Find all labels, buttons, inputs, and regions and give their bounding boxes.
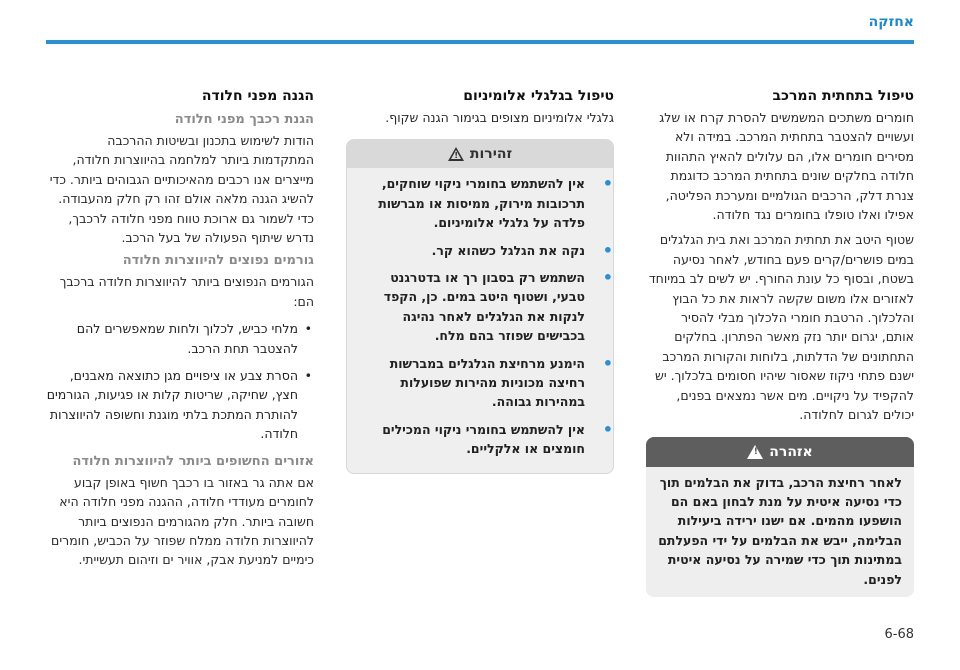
caution-icon: ! bbox=[447, 147, 464, 162]
underbody-para-2: שטוף היטב את תחתית המרכב ואת בית הגלגלים… bbox=[648, 232, 914, 423]
underbody-title: טיפול בתחתית המרכב bbox=[772, 88, 914, 104]
underbody-section: טיפול בתחתית המרכב חומרים משתכים המשמשים… bbox=[646, 86, 914, 597]
section-title: אחזקה bbox=[868, 14, 914, 30]
alloy-wheels-title: טיפול בגלגלי אלומיניום bbox=[463, 88, 614, 104]
caution-box: זהירות ! •אין להשתמש בחומרי ניקוי שוחקים… bbox=[346, 139, 614, 474]
underbody-para-1: חומרים משתכים המשמשים להסרת קרח או שלג ו… bbox=[659, 110, 914, 223]
bullet-icon: • bbox=[602, 240, 613, 260]
corrosion-subtitle-3: אזורים החשופים ביותר להיווצרות חלודה bbox=[72, 453, 314, 469]
bullet-icon: • bbox=[602, 174, 613, 194]
caution-header: זהירות ! bbox=[347, 140, 613, 169]
warning-icon: ! bbox=[747, 444, 764, 459]
caution-label: זהירות bbox=[469, 146, 513, 163]
corrosion-cause-item: •מלחי כביש, לכלוך ולחות שמאפשרים להם להצ… bbox=[76, 321, 312, 356]
bullet-icon: • bbox=[304, 368, 312, 384]
corrosion-para-1: הודות לשימוש בתכנון ובשיטות ההרכבה המתקד… bbox=[49, 133, 314, 246]
warning-header: אזהרה ! bbox=[646, 436, 914, 467]
corrosion-cause-item: •הסרת צבע או ציפויים מגן כתוצאה מאבנים, … bbox=[46, 368, 312, 442]
caution-item: •השתמש רק בסבון רך או בדטרגנט טבעי, ושטו… bbox=[383, 268, 613, 344]
corrosion-para-3: אם אתה גר באזור בו רכבך חשוף באופן קבוע … bbox=[51, 474, 314, 568]
bullet-icon: • bbox=[602, 419, 613, 439]
alloy-wheels-section: טיפול בגלגלי אלומיניום גלגלי אלומיניום מ… bbox=[346, 86, 614, 474]
caution-list: •אין להשתמש בחומרי ניקוי שוחקים, תרכובות… bbox=[347, 168, 613, 472]
warning-text: לאחר רחיצת הרכב, בדוק את הבלמים תוך כדי … bbox=[658, 474, 902, 587]
bullet-icon: • bbox=[304, 321, 312, 337]
page-number: 6-68 bbox=[884, 627, 914, 642]
warning-box: אזהרה ! לאחר רחיצת הרכב, בדוק את הבלמים … bbox=[646, 436, 914, 597]
corrosion-section: הגנה מפני חלודה הגנת רכבך מפני חלודה הוד… bbox=[46, 86, 314, 570]
caution-item: •אין להשתמש בחומרי ניקוי המכילים חומצים … bbox=[382, 419, 613, 457]
corrosion-causes-list: •מלחי כביש, לכלוך ולחות שמאפשרים להם להצ… bbox=[46, 319, 314, 443]
warning-label: אזהרה bbox=[769, 443, 813, 460]
corrosion-subtitle-2: גורמים נפוצים להיווצרות חלודה bbox=[122, 253, 314, 269]
corrosion-title: הגנה מפני חלודה bbox=[201, 88, 314, 104]
bullet-icon: • bbox=[602, 268, 613, 288]
corrosion-para-2: הגורמים הנפוצים ביותר להיווצרות חלודה בר… bbox=[59, 274, 314, 309]
corrosion-subtitle-1: הגנת רכבך מפני חלודה bbox=[174, 112, 314, 127]
caution-item: •הימנע מרחיצת הגלגלים במברשות רחיצה מכונ… bbox=[389, 353, 613, 410]
caution-item: •אין להשתמש בחומרי ניקוי שוחקים, תרכובות… bbox=[378, 174, 613, 231]
header-rule bbox=[46, 40, 914, 44]
alloy-wheels-intro: גלגלי אלומיניום מצופים בגימור הגנה שקוף. bbox=[385, 110, 614, 125]
bullet-icon: • bbox=[602, 353, 613, 373]
caution-item: •נקה את הגלגל כשהוא קר. bbox=[431, 240, 613, 260]
